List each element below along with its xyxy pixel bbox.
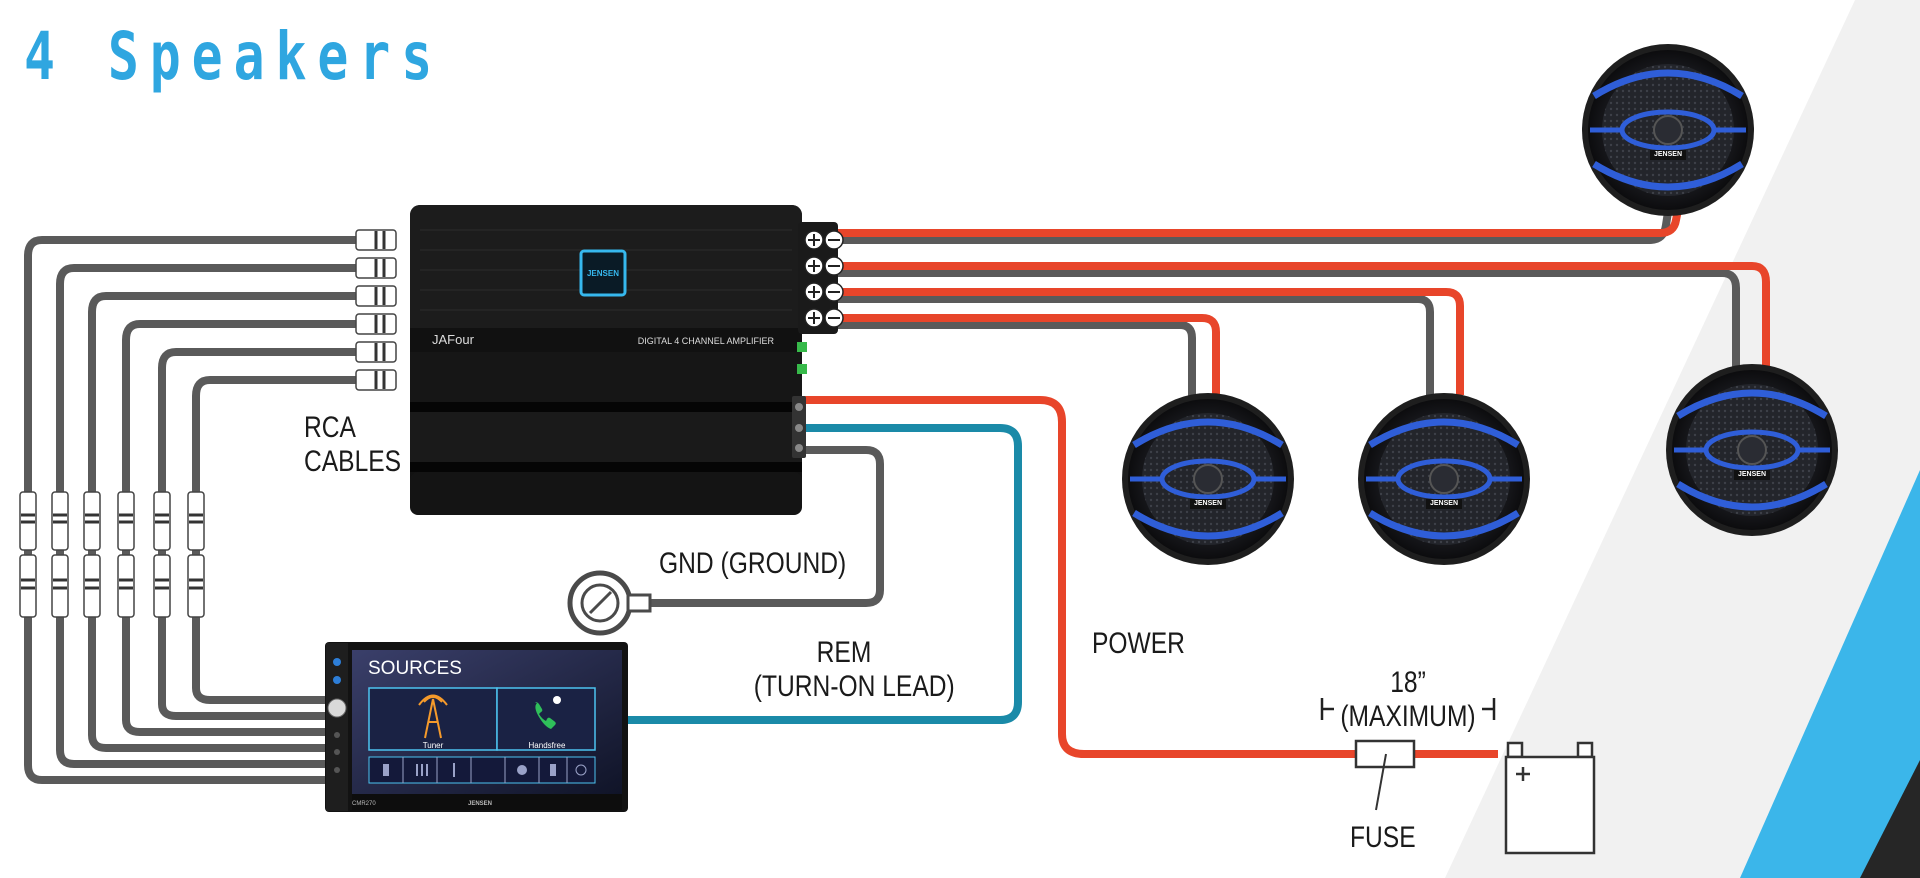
power-label: POWER [1092,627,1185,660]
tuner-tower-icon [418,694,448,739]
speaker-wire-2-neg [832,321,1196,398]
amplifier-logo-badge [579,249,627,297]
rca-connector-pairs [19,491,205,618]
page-title: 4 Speakers [24,18,444,95]
rem-label: REM (TURN-ON LEAD) [753,636,955,704]
power-wire [800,396,1498,758]
fuse [1354,739,1416,811]
handsfree-phone-icon [535,696,561,729]
amplifier [410,205,844,515]
amplifier-speaker-terminals [798,222,844,334]
rem-label-line1: REM [816,636,872,669]
rem-label-line2: (TURN-ON LEAD) [753,670,955,703]
speaker-4-brand: JENSEN [1738,471,1766,478]
head-unit-screen-title: SOURCES [368,658,462,679]
ground-label: GND (GROUND) [659,547,847,580]
head-unit-brand-text: JENSEN [468,801,492,807]
speaker-3-brand: JENSEN [1430,500,1458,507]
battery [1504,741,1596,855]
speaker-wire-4-neg [832,269,1740,370]
head-unit-model-text: CMR270 [352,801,376,807]
amplifier-led-indicators [797,342,807,374]
speaker-3 [1358,393,1530,565]
ground-terminal [567,570,652,636]
amplifier-power-terminals [792,396,806,458]
tuner-tile[interactable] [368,687,498,751]
fuse-distance-value: 18” [1390,666,1426,699]
handsfree-label: Handsfree [529,741,566,750]
speaker-1 [1582,44,1754,216]
speaker-wire-1-pos [832,209,1682,237]
speaker-wire-4-pos [832,262,1770,370]
rca-label-line2: CABLES [304,445,402,478]
amplifier-model-text: JAFour [432,332,475,347]
rca-label-line1: RCA [304,411,356,444]
speaker-2 [1122,393,1294,565]
speaker-wires [832,209,1770,398]
speaker-1-brand: JENSEN [1654,151,1682,158]
bg-dark-stripe [1860,760,1920,878]
fuse-label: FUSE [1350,821,1416,854]
rca-cable-2 [56,264,356,768]
ground-wire [648,446,884,607]
handsfree-tile[interactable] [496,687,596,751]
amplifier-brand-text: JENSEN [587,269,619,278]
amplifier-description-text: DIGITAL 4 CHANNEL AMPLIFIER [638,336,775,346]
toolbar-icons [383,763,587,777]
rca-connectors-amp [355,229,397,391]
fuse-distance-label: 18” (MAXIMUM) [1326,666,1490,734]
speaker-4 [1666,364,1838,536]
device-text: JENSEN JAFour DIGITAL 4 CHANNEL AMPLIFIE… [352,151,1766,807]
fuse-distance-max: (MAXIMUM) [1340,700,1476,733]
head-unit-toolbar [368,756,596,784]
head-unit [325,642,628,812]
speaker-wire-3-neg [832,295,1434,395]
remote-wire [626,424,1022,724]
bg-blue-stripe [1740,470,1920,878]
rca-label: RCA CABLES [304,411,401,479]
tuner-label: Tuner [423,741,444,750]
speaker-wire-3-pos [832,288,1464,395]
max-distance-bracket [1320,698,1496,720]
speaker-wire-2-pos [832,314,1220,398]
speaker-2-brand: JENSEN [1194,500,1222,507]
